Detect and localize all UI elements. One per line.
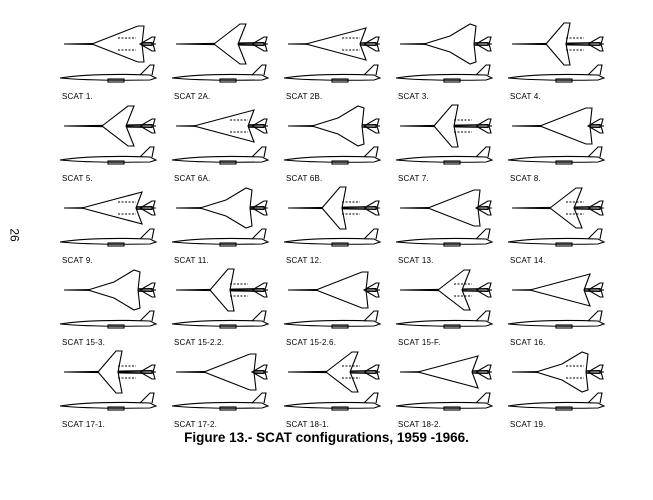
configuration-label: SCAT 2A. [174, 92, 211, 101]
scat-configuration: SCAT 15-2.2. [164, 268, 276, 350]
scat-configuration: SCAT 18-1. [276, 350, 388, 432]
scat-configuration: SCAT 4. [500, 22, 612, 104]
figure-caption: Figure 13.- SCAT configurations, 1959 -1… [184, 430, 469, 445]
aircraft-drawing-icon [395, 23, 494, 83]
configuration-label: SCAT 1. [62, 92, 93, 101]
aircraft-drawing-icon [171, 187, 270, 247]
aircraft-drawing-icon [283, 105, 382, 165]
scat-configuration: SCAT 9. [52, 186, 164, 268]
page-number: 26 [7, 228, 22, 242]
scat-configuration: SCAT 2A. [164, 22, 276, 104]
aircraft-drawing-icon [395, 104, 494, 165]
scat-configuration: SCAT 6A. [164, 104, 276, 186]
aircraft-drawing-icon [171, 268, 270, 329]
scat-configuration: SCAT 6B. [276, 104, 388, 186]
aircraft-drawing-icon [395, 189, 494, 247]
configuration-label: SCAT 17-2. [174, 420, 218, 429]
configuration-label: SCAT 11. [174, 256, 209, 265]
aircraft-drawing-icon [395, 269, 494, 329]
configuration-label: SCAT 15-2.6. [286, 338, 337, 347]
scat-configuration: SCAT 14. [500, 186, 612, 268]
aircraft-drawing-icon [283, 186, 382, 247]
aircraft-drawing-icon [283, 27, 382, 83]
configuration-label: SCAT 8. [510, 174, 541, 183]
aircraft-drawing-icon [59, 191, 158, 247]
scat-configuration: SCAT 7. [388, 104, 500, 186]
scat-configuration: SCAT 8. [500, 104, 612, 186]
aircraft-drawing-icon [507, 351, 606, 411]
scat-configuration: SCAT 15-2.6. [276, 268, 388, 350]
scat-configuration: SCAT 2B. [276, 22, 388, 104]
configuration-label: SCAT 7. [398, 174, 429, 183]
aircraft-drawing-icon [507, 187, 606, 247]
configuration-label: SCAT 3. [398, 92, 429, 101]
aircraft-drawing-icon [59, 350, 158, 411]
configuration-label: SCAT 15-F. [398, 338, 441, 347]
scat-configuration: SCAT 15-F. [388, 268, 500, 350]
scat-configuration: SCAT 1. [52, 22, 164, 104]
aircraft-drawing-icon [171, 109, 270, 165]
scat-configuration: SCAT 17-1. [52, 350, 164, 432]
aircraft-drawing-icon [283, 351, 382, 411]
configuration-label: SCAT 4. [510, 92, 541, 101]
aircraft-drawing-icon [507, 273, 606, 329]
aircraft-drawing-icon [395, 355, 494, 411]
aircraft-drawing-icon [59, 25, 158, 83]
scat-configuration: SCAT 18-2. [388, 350, 500, 432]
aircraft-drawing-icon [59, 105, 158, 165]
aircraft-drawing-icon [283, 271, 382, 329]
configuration-label: SCAT 12. [286, 256, 322, 265]
configuration-label: SCAT 9. [62, 256, 93, 265]
configuration-label: SCAT 16. [510, 338, 546, 347]
configuration-label: SCAT 2B. [286, 92, 323, 101]
scat-configuration: SCAT 11. [164, 186, 276, 268]
scat-configuration: SCAT 16. [500, 268, 612, 350]
configuration-label: SCAT 14. [510, 256, 546, 265]
configuration-label: SCAT 19. [510, 420, 546, 429]
scat-configuration: SCAT 15-3. [52, 268, 164, 350]
configuration-label: SCAT 6A. [174, 174, 211, 183]
aircraft-drawing-icon [171, 353, 270, 411]
configuration-label: SCAT 6B. [286, 174, 323, 183]
configuration-label: SCAT 18-1. [286, 420, 330, 429]
aircraft-drawing-icon [59, 269, 158, 329]
configuration-grid: SCAT 1. SCAT 2A. SCAT 2B. SCAT 3. SCAT 4. SCA… [52, 22, 612, 432]
aircraft-drawing-icon [171, 23, 270, 83]
configuration-label: SCAT 17-1. [62, 420, 106, 429]
scat-configuration: SCAT 12. [276, 186, 388, 268]
aircraft-drawing-icon [507, 22, 606, 83]
scat-configuration: SCAT 19. [500, 350, 612, 432]
configuration-label: SCAT 18-2. [398, 420, 442, 429]
scat-configuration: SCAT 3. [388, 22, 500, 104]
scat-configuration: SCAT 13. [388, 186, 500, 268]
configuration-label: SCAT 5. [62, 174, 93, 183]
scat-configuration: SCAT 5. [52, 104, 164, 186]
configuration-label: SCAT 15-3. [62, 338, 106, 347]
configuration-label: SCAT 15-2.2. [174, 338, 225, 347]
aircraft-drawing-icon [507, 107, 606, 165]
scat-configuration: SCAT 17-2. [164, 350, 276, 432]
configuration-label: SCAT 13. [398, 256, 434, 265]
